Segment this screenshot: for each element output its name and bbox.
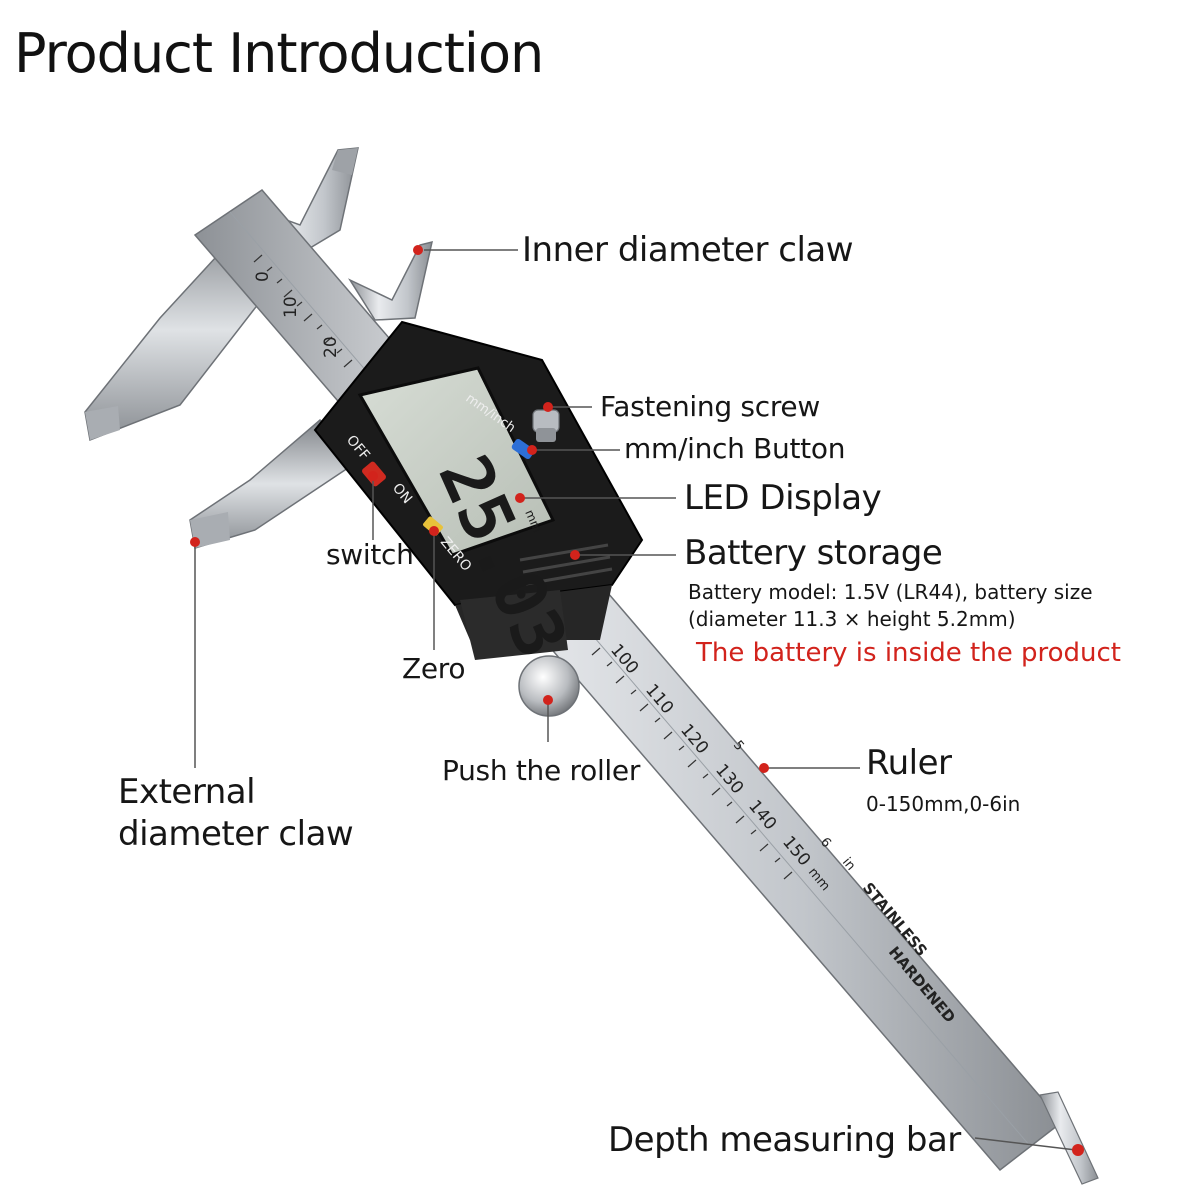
thumb-roller[interactable] [518,655,580,717]
page-title: Product Introduction [14,22,544,85]
label-battery-note: The battery is inside the product [696,638,1121,668]
mm-inch-button[interactable] [511,438,536,460]
ruler-number: 10 [281,296,301,318]
ruler-number: 20 [321,336,341,358]
label-battery-size: (diameter 11.3 × height 5.2mm) [688,607,1016,631]
leader-dots [190,245,1084,1156]
digital-body: 25.03 mm mm/inch OFF ON ZERO [313,320,644,669]
fastening-screw[interactable] [532,409,560,442]
label-fastening-screw: Fastening screw [600,390,820,423]
label-depth-bar: Depth measuring bar [608,1120,961,1160]
inner-jaw-sliding [348,240,433,321]
ruler-ticks [253,254,793,880]
label-push-roller: Push the roller [442,754,641,787]
label-mm-inch-button: mm/inch Button [624,432,846,465]
label-external-claw-line1: External [118,772,256,812]
depth-bar [1039,1091,1099,1185]
label-zero: Zero [402,652,466,685]
leader-lines [194,249,1077,1151]
label-ruler: Ruler [866,743,952,783]
label-led-display: LED Display [684,478,882,518]
label-external-claw-line2: diameter claw [118,814,354,854]
external-jaw-sliding [189,418,362,549]
ruler-number: 0 [253,271,273,282]
label-switch: switch [326,538,414,571]
label-battery-storage: Battery storage [684,533,943,573]
main-beam: 0 10 20 100 110 120 130 140 150 5 6 in m… [193,189,1064,1172]
label-inner-claw: Inner diameter claw [522,230,854,270]
label-ruler-range: 0-150mm,0-6in [866,792,1021,816]
label-battery-model: Battery model: 1.5V (LR44), battery size [688,580,1093,604]
